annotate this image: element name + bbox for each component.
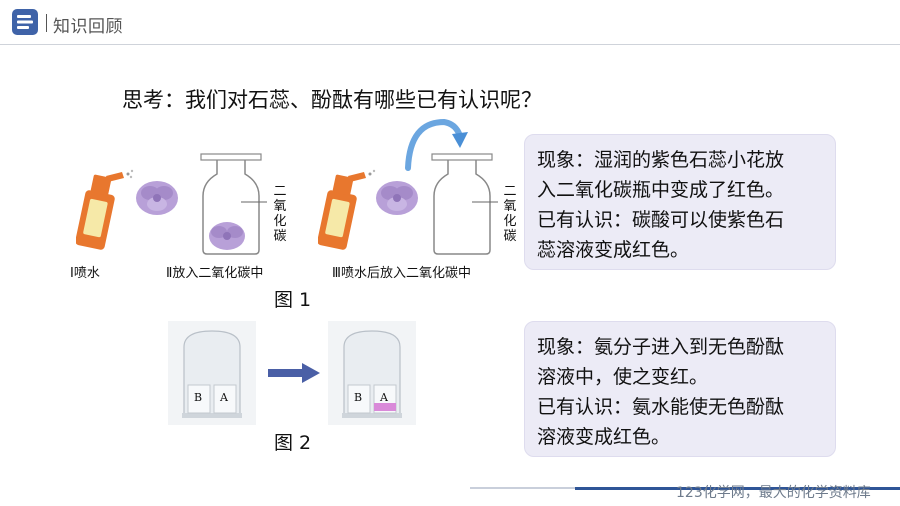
beaker-photo-before: B A: [168, 321, 256, 425]
beaker-label-a: A: [380, 391, 388, 404]
app-logo-icon: [12, 9, 38, 35]
purple-flower-icon: [376, 181, 418, 215]
beaker-label-a: A: [220, 391, 228, 404]
card-line: 入二氧化碳瓶中变成了红色。: [537, 179, 785, 201]
card-line: 溶液中，使之变红。: [537, 366, 709, 388]
figure-1-label: 图 1: [274, 289, 312, 311]
card-line: 蕊溶液变成红色。: [537, 239, 690, 261]
caption-spray-then-co2: Ⅲ喷水后放入二氧化碳中: [332, 266, 471, 281]
beaker-label-b: B: [194, 391, 203, 404]
card-line: 现象：湿润的紫色石蕊小花放: [537, 149, 785, 171]
litmus-explanation-card: 现象：湿润的紫色石蕊小花放 入二氧化碳瓶中变成了红色。 已有认识：碳酸可以使紫色…: [524, 134, 836, 270]
purple-flower-icon: [136, 181, 178, 215]
bottle-label-co2: 二氧化碳: [503, 184, 517, 244]
footer-divider-accent: [575, 487, 900, 490]
header-bar: 知识回顾: [0, 0, 900, 45]
gas-bottle-icon: [200, 153, 267, 255]
card-line: 溶液变成红色。: [537, 426, 671, 448]
beaker-photo-after: B A: [328, 321, 416, 425]
footer-watermark: 123化学网，最大的化学资料库: [676, 485, 871, 501]
phenolphthalein-explanation-card: 现象：氨分子进入到无色酚酞 溶液中，使之变红。 已有认识：氨水能使无色酚酞 溶液…: [524, 321, 836, 457]
page-title: 知识回顾: [53, 17, 123, 37]
header-divider: [46, 14, 47, 32]
gas-bottle-icon: [431, 153, 498, 255]
question-text: 思考：我们对石蕊、酚酞有哪些已有认识呢？: [122, 88, 542, 112]
right-arrow-icon: [268, 363, 320, 383]
bottle-label-co2: 二氧化碳: [273, 184, 287, 244]
card-line: 已有认识：氨水能使无色酚酞: [537, 396, 785, 418]
header-underline: [0, 44, 900, 45]
card-line: 已有认识：碳酸可以使紫色石: [537, 209, 785, 231]
caption-put-in-co2: Ⅱ放入二氧化碳中: [166, 266, 264, 281]
figure-2-label: 图 2: [274, 432, 312, 454]
card-line: 现象：氨分子进入到无色酚酞: [537, 336, 785, 358]
caption-spray-water: Ⅰ喷水: [70, 266, 100, 281]
curved-arrow-icon: [405, 118, 468, 171]
sprayer-icon: [318, 169, 376, 250]
sprayer-icon: [76, 169, 134, 250]
beaker-label-b: B: [354, 391, 363, 404]
